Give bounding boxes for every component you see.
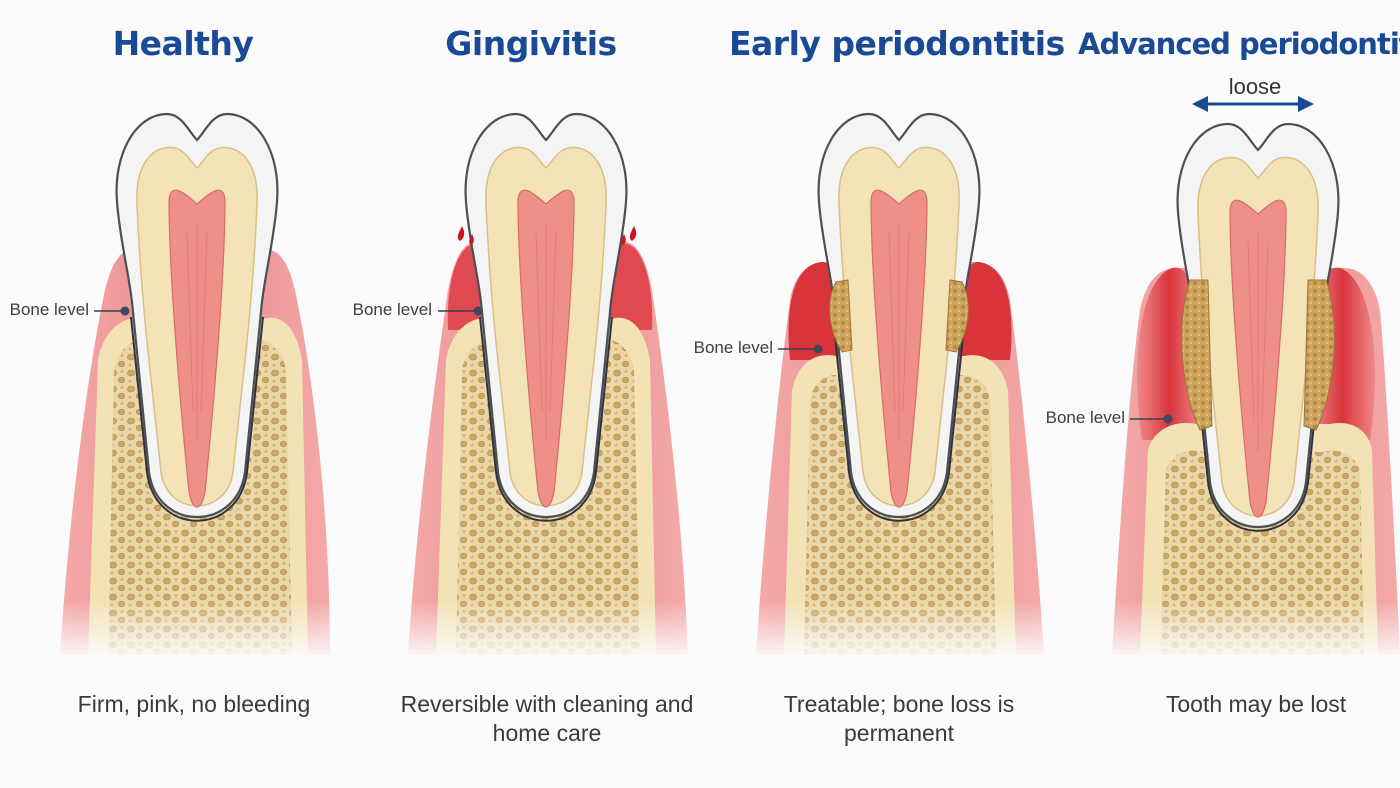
blood-drop-icon xyxy=(469,234,474,245)
bone-level-label-advanced-periodontitis: Bone level xyxy=(1045,408,1125,427)
bone-level-marker-icon xyxy=(120,306,130,316)
early-periodontitis-panel xyxy=(750,112,1050,660)
bone-level-marker-icon xyxy=(1163,414,1173,424)
bone-level-label-early-periodontitis: Bone level xyxy=(693,338,773,357)
advanced-periodontitis-panel xyxy=(1100,96,1400,660)
bone-level-label-gingivitis: Bone level xyxy=(352,300,432,319)
bone-level-marker-icon xyxy=(813,344,823,354)
gingivitis-panel xyxy=(400,112,700,660)
stage-caption-advanced-periodontitis: Tooth may be lost xyxy=(1165,691,1347,717)
stage-title-gingivitis: Gingivitis xyxy=(445,24,617,63)
blood-drop-icon xyxy=(621,234,626,245)
mobility-label: loose xyxy=(1228,74,1282,99)
bone-level-label-healthy: Bone level xyxy=(9,300,89,319)
stage-caption-gingivitis: Reversible with cleaning and home care xyxy=(400,691,694,746)
bone-level-marker-icon xyxy=(473,306,483,316)
stage-title-advanced-periodontitis: Advanced periodontitis xyxy=(1078,27,1400,61)
stage-title-healthy: Healthy xyxy=(112,24,254,63)
blood-drop-icon xyxy=(629,226,637,241)
double-arrow-icon xyxy=(1192,96,1314,112)
stage-caption-healthy: Firm, pink, no bleeding xyxy=(77,691,311,717)
healthy-panel xyxy=(50,112,350,660)
stage-caption-early-periodontitis: Treatable; bone loss is permanent xyxy=(783,691,1015,746)
stage-title-early-periodontitis: Early periodontitis xyxy=(729,24,1065,63)
blood-drop-icon xyxy=(457,226,465,241)
